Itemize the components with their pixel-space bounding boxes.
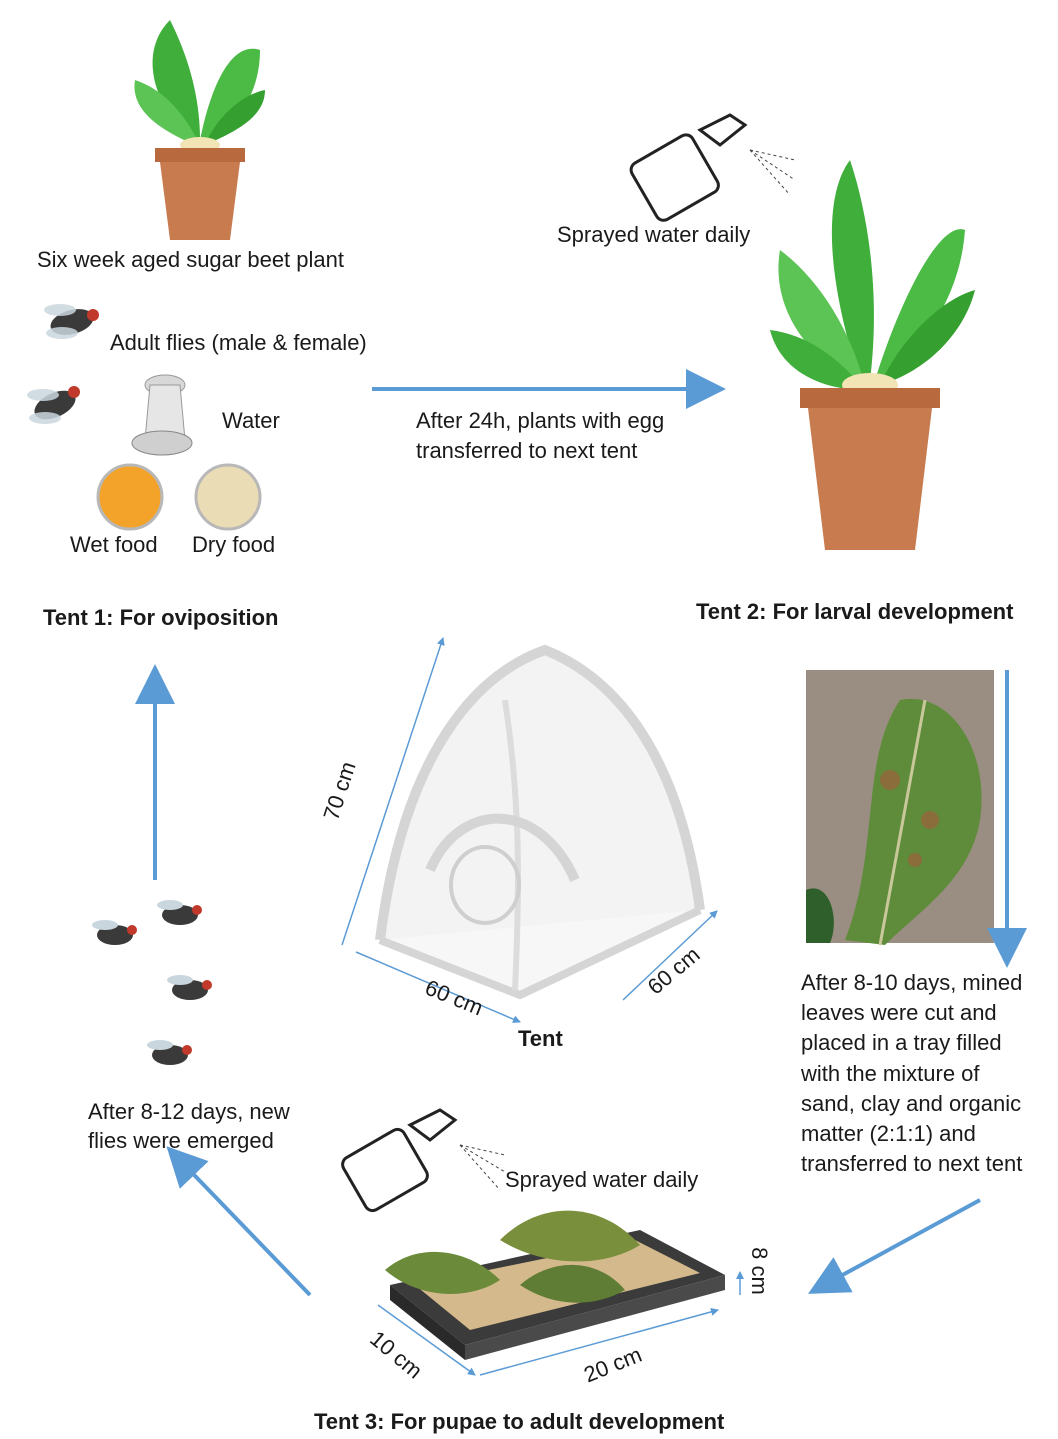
adult-fly-icon: [44, 304, 99, 339]
note-line: with the mixture of: [801, 1059, 1022, 1089]
note-line: sand, clay and organic: [801, 1089, 1022, 1119]
infested-plant-icon: [770, 160, 975, 550]
transfer-note-line1: After 24h, plants with egg: [416, 406, 664, 436]
water-feeder-icon: [132, 375, 192, 455]
note-line: After 8-10 days, mined: [801, 968, 1022, 998]
emergence-note-line2: flies were emerged: [88, 1126, 274, 1156]
tent-icon: [380, 650, 700, 995]
emergence-note-line1: After 8-12 days, new: [88, 1097, 290, 1127]
arrow-tent3-to-flies: [172, 1152, 310, 1295]
adult-fly-icon: [27, 385, 80, 425]
transfer-note-line2: transferred to next tent: [416, 436, 637, 466]
spray-label-top: Sprayed water daily: [557, 220, 750, 250]
tent3-title: Tent 3: For pupae to adult development: [314, 1407, 724, 1437]
arrow-to-tent3: [815, 1200, 980, 1290]
wet-food-dish-icon: [98, 465, 162, 529]
water-label: Water: [222, 406, 280, 436]
plant-label: Six week aged sugar beet plant: [37, 245, 344, 275]
dry-food-dish-icon: [196, 465, 260, 529]
spray-bottle-icon: [340, 1110, 505, 1213]
mined-leaves-note: After 8-10 days, mined leaves were cut a…: [801, 968, 1022, 1179]
dry-food-label: Dry food: [192, 530, 275, 560]
wet-food-label: Wet food: [70, 530, 158, 560]
spray-bottle-icon: [628, 115, 795, 223]
tent-caption: Tent: [518, 1024, 563, 1054]
tray-height-label: 8 cm: [746, 1247, 772, 1295]
flies-label: Adult flies (male & female): [110, 328, 367, 358]
new-flies-icon: [92, 900, 212, 1065]
note-line: matter (2:1:1) and: [801, 1119, 1022, 1149]
note-line: transferred to next tent: [801, 1149, 1022, 1179]
soil-tray-icon: [385, 1211, 725, 1360]
tent2-title: Tent 2: For larval development: [696, 597, 1013, 627]
mined-leaf-photo: [806, 670, 994, 945]
spray-label-bottom: Sprayed water daily: [505, 1165, 698, 1195]
sugar-beet-plant-icon: [134, 20, 265, 240]
note-line: leaves were cut and: [801, 998, 1022, 1028]
tent1-title: Tent 1: For oviposition: [43, 603, 278, 633]
note-line: placed in a tray filled: [801, 1028, 1022, 1058]
